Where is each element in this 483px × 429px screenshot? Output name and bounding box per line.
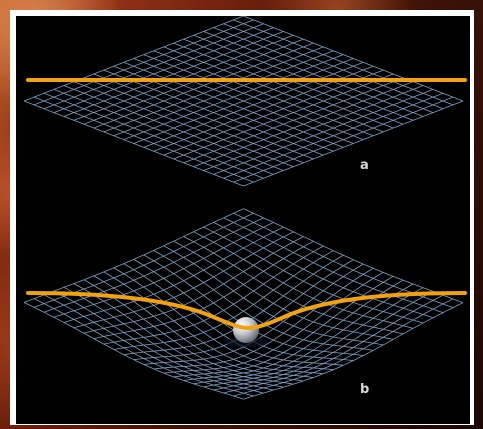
panel-label-b: b — [360, 382, 370, 397]
grid-line — [233, 298, 454, 397]
mass-sphere — [233, 317, 259, 343]
grid-line — [203, 287, 424, 388]
grid-line — [43, 217, 264, 313]
grid-line — [23, 100, 244, 187]
grid-line — [73, 81, 294, 168]
grid-line — [93, 73, 314, 160]
grid-line — [83, 77, 304, 164]
grid-line — [53, 290, 274, 391]
grid-line — [23, 302, 244, 400]
spacetime-illustration — [23, 16, 467, 400]
grid-line — [33, 298, 254, 397]
grid-line — [213, 291, 434, 391]
grid-line — [53, 89, 274, 175]
grid-line — [213, 89, 434, 175]
figure-panel: a b — [16, 16, 470, 424]
grid-line — [43, 92, 264, 179]
grid-line — [203, 85, 424, 171]
grid-line — [43, 294, 264, 394]
panel-label-a: a — [360, 158, 369, 173]
grid-line — [243, 208, 464, 304]
grid-line — [163, 69, 384, 156]
grid-line — [33, 96, 254, 183]
grid-line — [223, 294, 444, 394]
grid-line — [113, 267, 334, 371]
grid-line — [73, 283, 294, 385]
grid-line — [223, 217, 444, 313]
grid-line — [183, 77, 404, 164]
curved-spacetime-grid — [23, 208, 464, 400]
grid-line — [143, 263, 364, 365]
grid-line — [63, 286, 284, 388]
grid-line — [243, 302, 464, 400]
grid-line — [103, 69, 324, 156]
flat-spacetime-grid — [23, 16, 464, 187]
grid-line — [83, 279, 304, 382]
grid-line — [103, 271, 324, 375]
grid-line — [173, 73, 394, 160]
grid-line — [193, 283, 414, 385]
grid-line — [183, 279, 404, 381]
grid-line — [193, 81, 414, 168]
grid-line — [223, 92, 444, 179]
grid-line — [123, 62, 344, 148]
grid-line — [23, 208, 244, 303]
grid-line — [143, 62, 364, 148]
grid-line — [93, 275, 314, 378]
grid-line — [163, 272, 384, 374]
grid-line — [163, 245, 384, 346]
grid-line — [243, 100, 464, 187]
grid-line — [233, 96, 454, 183]
grid-line — [153, 267, 374, 370]
light-ray-bent — [26, 291, 467, 331]
grid-line — [63, 85, 284, 171]
grid-line — [133, 58, 354, 144]
